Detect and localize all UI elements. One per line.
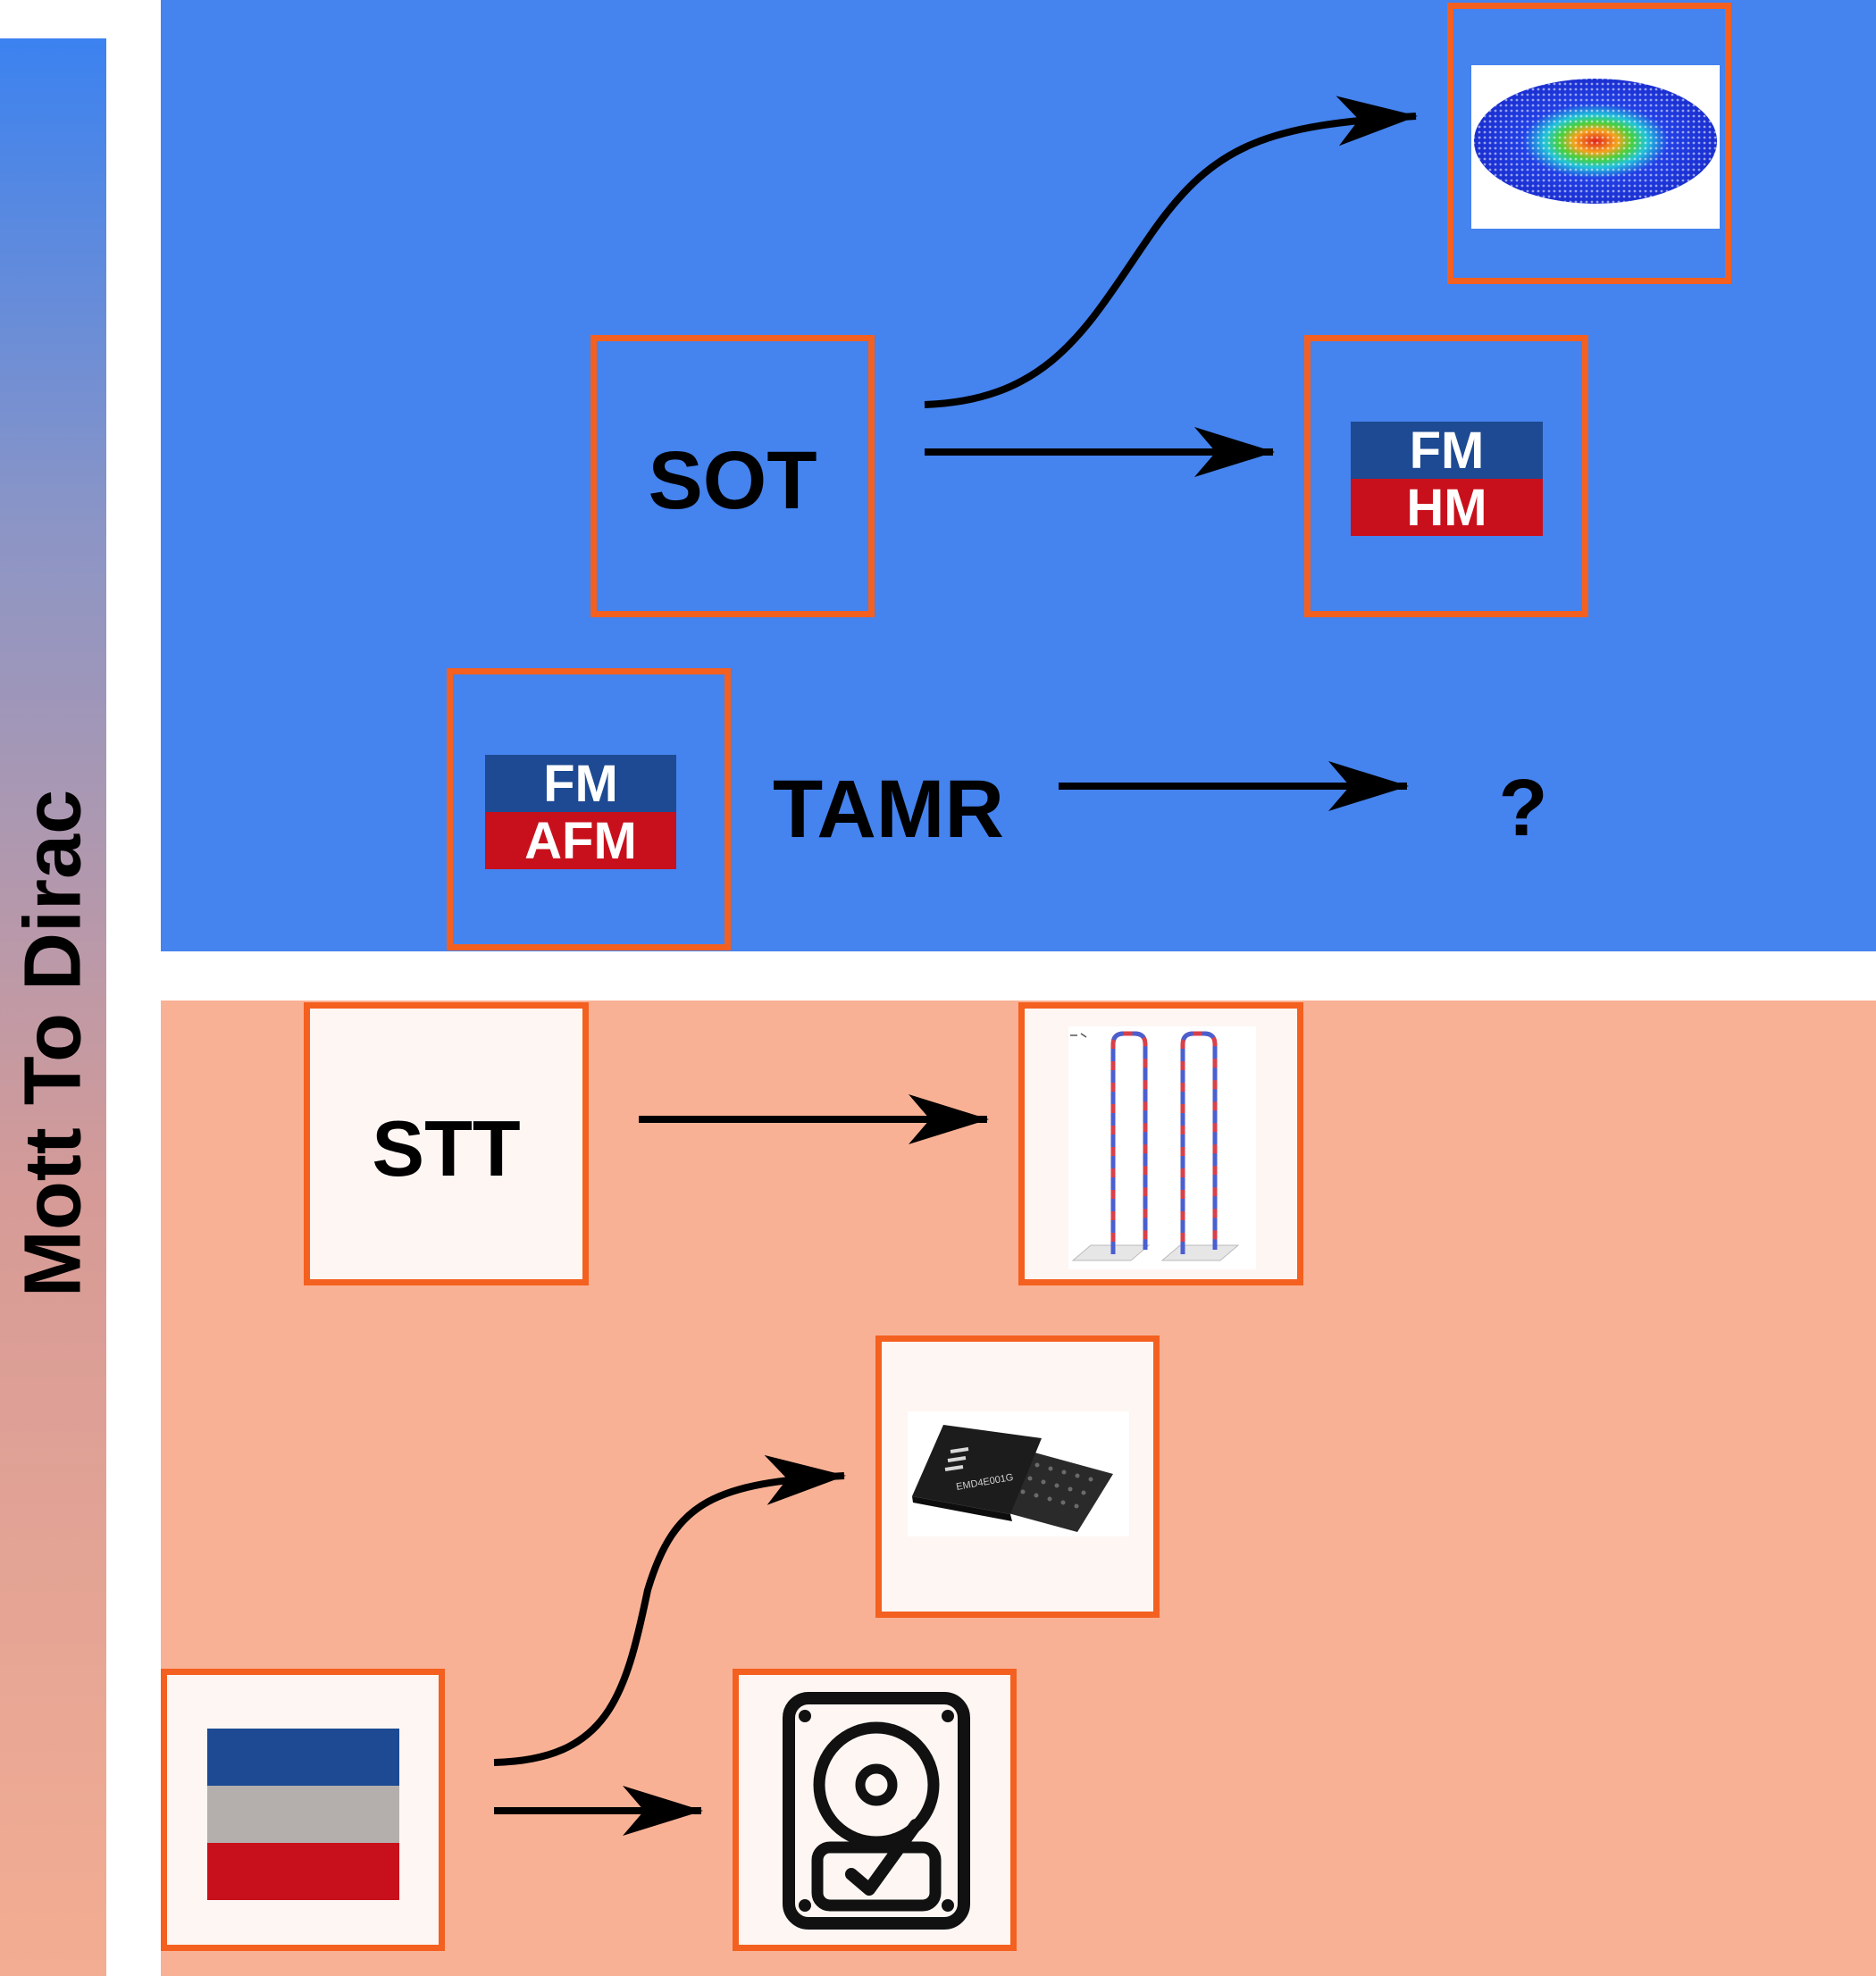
trilayer-top-layer xyxy=(207,1729,399,1786)
fm-afm-box: FM AFM xyxy=(447,668,731,950)
hm-layer: HM xyxy=(1351,479,1543,537)
racetrack-box xyxy=(1018,1002,1303,1285)
sidebar-gradient: Mott To Dirac xyxy=(0,38,106,1976)
fm-layer: FM xyxy=(485,755,676,813)
sidebar-label: Mott To Dirac xyxy=(8,789,98,1298)
hard-drive-icon xyxy=(783,1692,970,1930)
racetrack-memory-image xyxy=(1068,1026,1256,1269)
skyrmion-image xyxy=(1471,65,1720,229)
stt-label: STT xyxy=(372,1104,521,1193)
fm-afm-stack: FM AFM xyxy=(485,755,676,870)
tamr-label: TAMR xyxy=(773,764,1004,855)
fm-layer: FM xyxy=(1351,422,1543,480)
memory-chip-image: EMD4E001G xyxy=(908,1411,1129,1536)
fm-hm-box: FM HM xyxy=(1304,335,1588,617)
trilayer-middle-layer xyxy=(207,1786,399,1843)
trilayer-stack xyxy=(207,1729,399,1900)
trilayer-box xyxy=(161,1669,445,1951)
memory-chip-box: EMD4E001G xyxy=(875,1335,1160,1618)
sot-box: SOT xyxy=(590,335,875,617)
skyrmion-box xyxy=(1447,3,1731,284)
afm-layer: AFM xyxy=(485,812,676,870)
stt-box: STT xyxy=(304,1002,589,1285)
sot-label: SOT xyxy=(648,435,817,526)
hard-drive-box xyxy=(733,1669,1017,1951)
trilayer-bottom-layer xyxy=(207,1843,399,1900)
unknown-label: ? xyxy=(1498,764,1548,853)
fm-hm-stack: FM HM xyxy=(1351,422,1543,537)
